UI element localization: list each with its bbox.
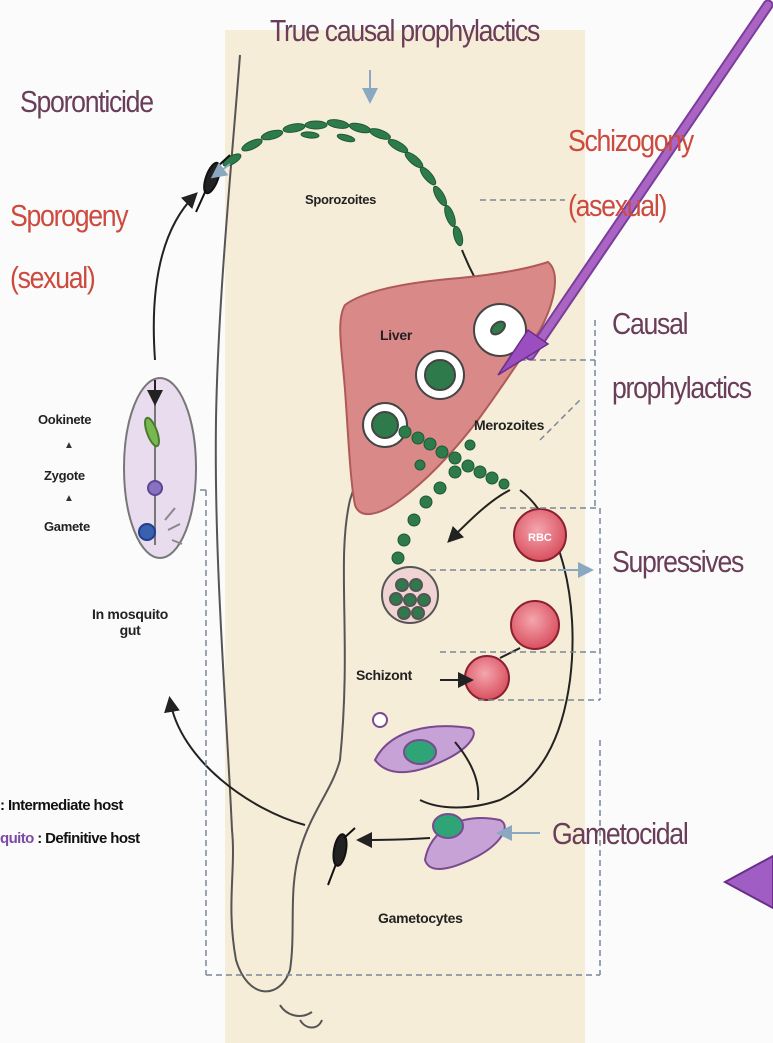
mosquito-host-line: quito : Definitive host (0, 831, 140, 846)
gametocidal-label: Gametocidal (552, 818, 687, 849)
man-host-line: : Intermediate host (0, 798, 140, 813)
sporogeny-label: Sporogeny (10, 200, 127, 231)
zygote-label: Zygote (44, 469, 85, 482)
schizogony-sub-label: (asexual) (568, 190, 666, 221)
ookinete-label: Ookinete (38, 413, 91, 426)
mosquito-gut (124, 378, 196, 558)
mosquito-host-value: : Definitive host (34, 830, 140, 847)
sporogeny-sub-label: (sexual) (10, 262, 95, 293)
gamete-label: Gamete (44, 520, 90, 533)
sporozoites-label: Sporozoites (305, 193, 376, 206)
rbc-text: RBC (528, 532, 552, 544)
causal-label: Causal (612, 308, 687, 339)
gametocytes-label: Gametocytes (378, 911, 463, 925)
mosquito-host-key: quito (0, 830, 34, 847)
true-causal-label: True causal prophylactics (270, 15, 539, 46)
schizont-cell (382, 567, 438, 623)
purple-arrowhead-bottom (725, 856, 773, 908)
mosquito-gut-label: In mosquito gut (92, 606, 168, 638)
liver-label: Liver (380, 328, 412, 342)
sporonticide-label: Sporonticide (20, 86, 153, 117)
schizogony-label: Schizogony (568, 125, 693, 156)
merozoites-label: Merozoites (474, 418, 544, 432)
supressives-label: Supressives (612, 546, 743, 577)
gut-to-top-arrow (154, 195, 195, 360)
prophylactics-label: prophylactics (612, 372, 751, 403)
schizont-label: Schizont (356, 668, 412, 682)
host-legend: : Intermediate host quito : Definitive h… (0, 798, 140, 846)
